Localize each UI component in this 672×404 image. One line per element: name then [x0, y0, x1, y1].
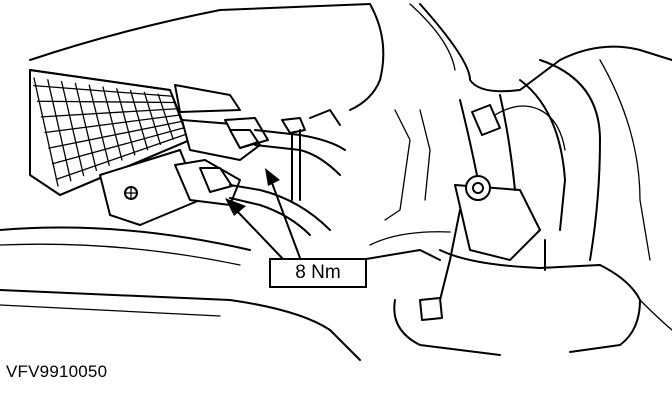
arrow-head-upper: [265, 168, 280, 186]
cooler-tube-line: [40, 108, 179, 118]
mount-bolt: [419, 297, 443, 321]
arrow-to-lower-nut: [237, 211, 283, 259]
arrow-to-upper-nut: [271, 182, 301, 259]
callout-arrows: [225, 168, 301, 259]
figure-id-label: VFV9910050: [6, 362, 108, 381]
arrow-head-lower: [225, 198, 246, 216]
cooler-bracket: [99, 149, 201, 226]
strut-assembly: [384, 59, 601, 261]
cooler-tube-line: [44, 114, 181, 134]
torque-value-label: 8 Nm: [295, 262, 341, 283]
cooler-tube-line: [48, 120, 184, 149]
torque-callout: 8 Nm: [269, 258, 367, 288]
lower-mount: [393, 59, 672, 356]
cooler-pipe-connectors: [174, 84, 346, 236]
cooler-tube-line: [36, 100, 176, 104]
cooler-tube-line: [51, 126, 186, 165]
cooler-tube-line: [33, 84, 174, 97]
cooler-tube-line: [55, 133, 189, 181]
body-panel-outline: [29, 3, 672, 111]
lower-body-structure: [0, 226, 451, 361]
pipe-clip: [281, 109, 341, 201]
